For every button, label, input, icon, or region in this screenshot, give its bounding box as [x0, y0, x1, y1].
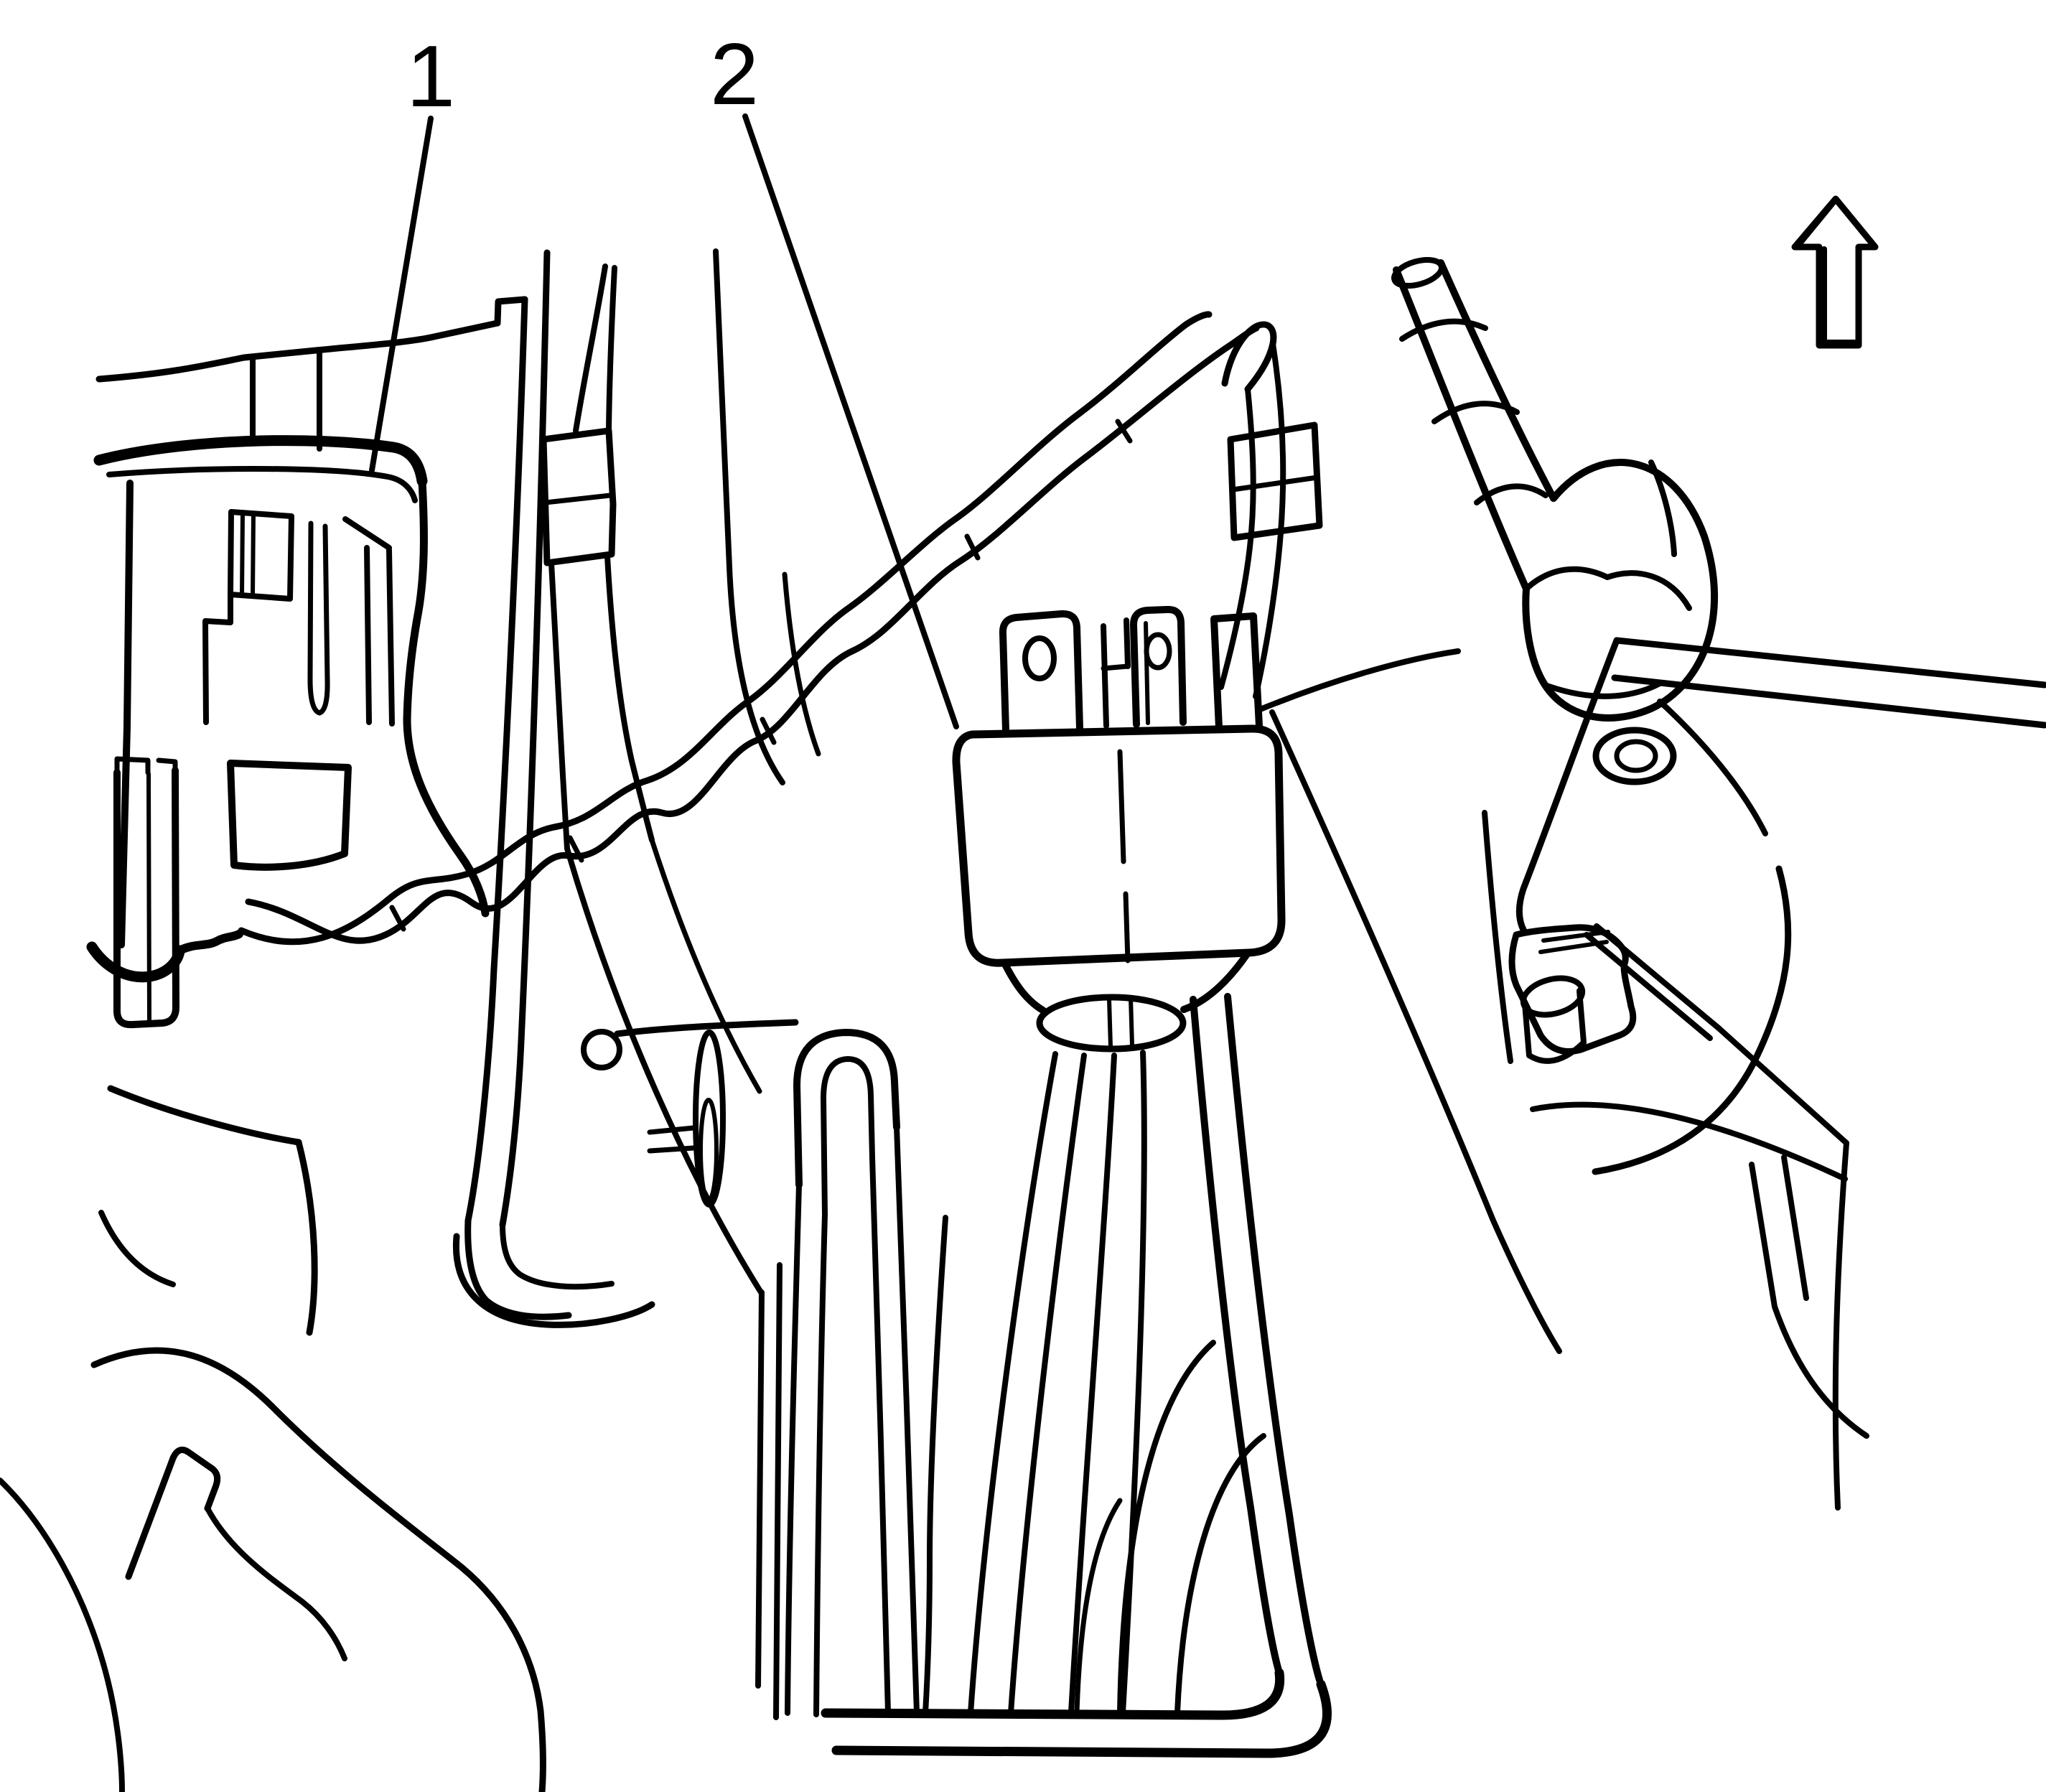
callout-1-label: 1	[406, 27, 455, 125]
callout-2: 2	[710, 25, 959, 729]
relay-mounting-tab-left	[999, 610, 1083, 734]
twisted-wire-pair	[238, 311, 1323, 946]
fender-panel	[0, 1085, 546, 1792]
panel-edge-line	[1269, 709, 1562, 1354]
tray-edge-outer	[1224, 993, 1323, 1684]
callout-1: 1	[369, 27, 455, 473]
connector-lower-body	[227, 760, 352, 871]
cable-with-clamp	[540, 263, 764, 1295]
upper-body-panel-lines	[95, 296, 528, 452]
connector-latch-window	[228, 509, 294, 602]
wire-end-tip	[1221, 321, 1277, 393]
mounting-bracket	[1482, 637, 2046, 1511]
tray-edge-inner	[1190, 996, 1283, 1676]
relay-terminal-blade	[1210, 612, 1263, 731]
loose-cable	[713, 248, 821, 785]
relay-component	[952, 605, 1286, 1053]
band-clamp	[540, 427, 617, 566]
tab-hole-left	[1022, 635, 1057, 681]
wiring-harness	[647, 993, 1332, 1758]
relay-boot-collar	[1036, 994, 1187, 1053]
strut-hole	[581, 1029, 622, 1070]
connector-terminal-pin	[307, 521, 330, 716]
pulley-edge	[693, 1030, 726, 1208]
callout-2-label: 2	[710, 25, 759, 123]
up-direction-arrow-icon	[1791, 195, 1879, 349]
harness-loop-inner	[821, 1056, 875, 1218]
bracket-washer-outer	[1592, 727, 1677, 785]
wire-tape-band	[1227, 421, 1323, 541]
tab-hole-right	[1144, 632, 1172, 671]
corrugated-hose	[1256, 256, 1768, 836]
callout-1-leader-line	[369, 116, 434, 473]
harness-loop-outer	[793, 1029, 900, 1188]
relay-mounting-tab-right	[1130, 605, 1187, 728]
callout-2-leader-line	[742, 113, 959, 729]
connector-slot-tower	[113, 767, 180, 1029]
connector-assembly	[86, 435, 490, 1029]
bracket-clip	[1508, 924, 1637, 1055]
bracket-washer-inner	[1614, 739, 1658, 773]
